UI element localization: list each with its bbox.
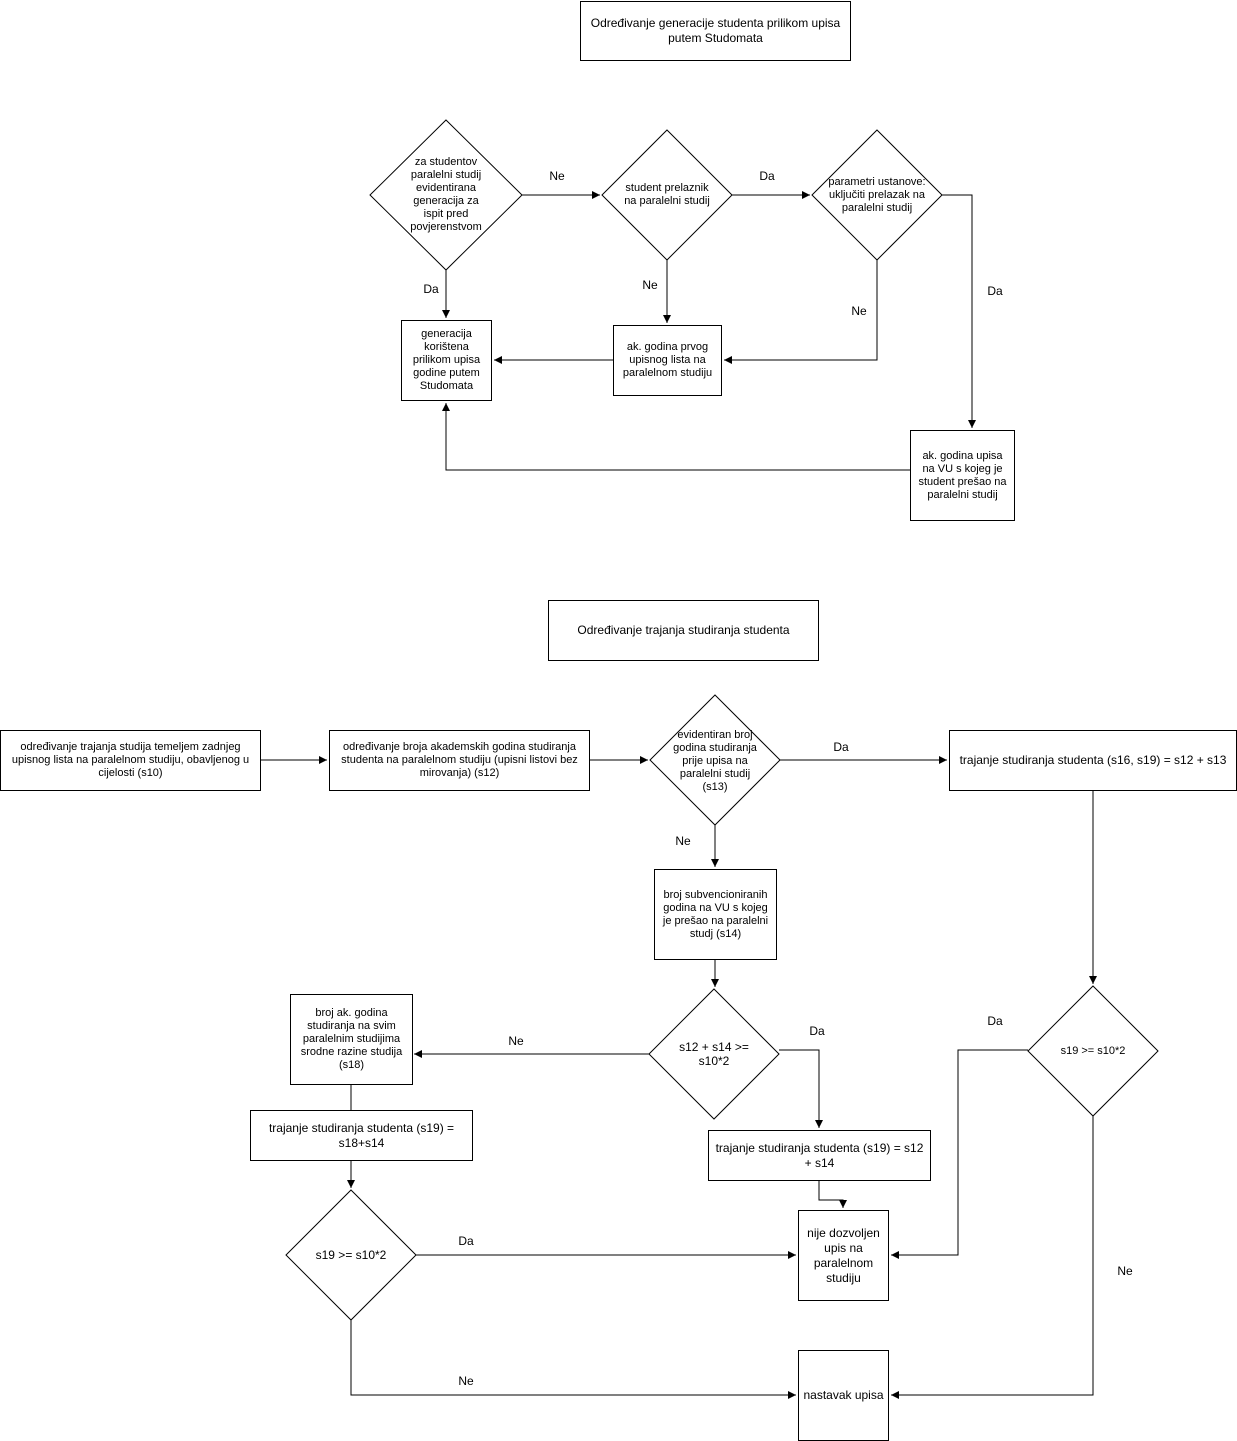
box-enrollment-year-previous: ak. godina upisa na VU s kojeg je studen… [910,430,1015,521]
decision-diamond [648,988,780,1120]
diagram1-title: Određivanje generacije studenta prilikom… [580,1,851,61]
edge-label: Da [458,1234,474,1248]
box-first-enrollment-year: ak. godina prvog upisnog lista na parale… [613,325,722,396]
edge-label: Da [987,284,1003,298]
edge-label: Ne [851,304,867,318]
connector [942,194,976,428]
decision-transfer-student: student prelaznik na paralelni studij [624,182,710,207]
connector [818,1181,847,1208]
box-s19-s18: trajanje studiranja studenta (s19) = s18… [250,1110,473,1161]
edge-label: Ne [508,1034,524,1048]
edge-label: Da [833,740,849,754]
decision-s12-s14: s12 + s14 >= s10*2 [679,1040,749,1068]
box-s16-s19: trajanje studiranja studenta (s16, s19) … [949,730,1237,791]
connector [891,1116,1094,1399]
connector [779,1049,823,1128]
connector [891,1049,1028,1259]
box-s10: određivanje trajanja studija temeljem za… [0,730,261,791]
connector [442,403,910,471]
edge-label: Ne [642,278,658,292]
edge-label: Da [759,169,775,183]
box-not-allowed: nije dozvoljen upis na paralelnom studij… [798,1210,889,1301]
connector [350,1320,796,1399]
box-generation-used: generacija korištena prilikom upisa godi… [401,320,492,401]
edge-label: Da [987,1014,1003,1028]
box-s12: određivanje broja akademskih godina stud… [329,730,590,791]
decision-parallel-generation: za studentov paralelni studij evidentira… [410,156,482,233]
edge-label: Da [809,1024,825,1038]
decision-s13: evidentiran broj godina studiranja prije… [673,728,757,793]
edge-label: Ne [458,1374,474,1388]
box-continue: nastavak upisa [798,1350,889,1441]
connector [724,260,878,364]
diagram2-title: Određivanje trajanja studiranja studenta [548,600,819,661]
box-s19-s12: trajanje studiranja studenta (s19) = s12… [708,1130,931,1181]
decision-institution-params: parametri ustanove: uključiti prelazak n… [828,175,926,214]
edge-label: Ne [549,169,565,183]
decision-s19-right: s19 >= s10*2 [1060,1044,1126,1057]
edge-label: Ne [1117,1264,1133,1278]
box-s14: broj subvencioniranih godina na VU s koj… [654,869,777,960]
edge-label: Ne [675,834,691,848]
decision-s19-left: s19 >= s10*2 [315,1247,387,1262]
box-s18: broj ak. godina studiranja na svim paral… [290,994,413,1085]
edge-label: Da [423,282,439,296]
